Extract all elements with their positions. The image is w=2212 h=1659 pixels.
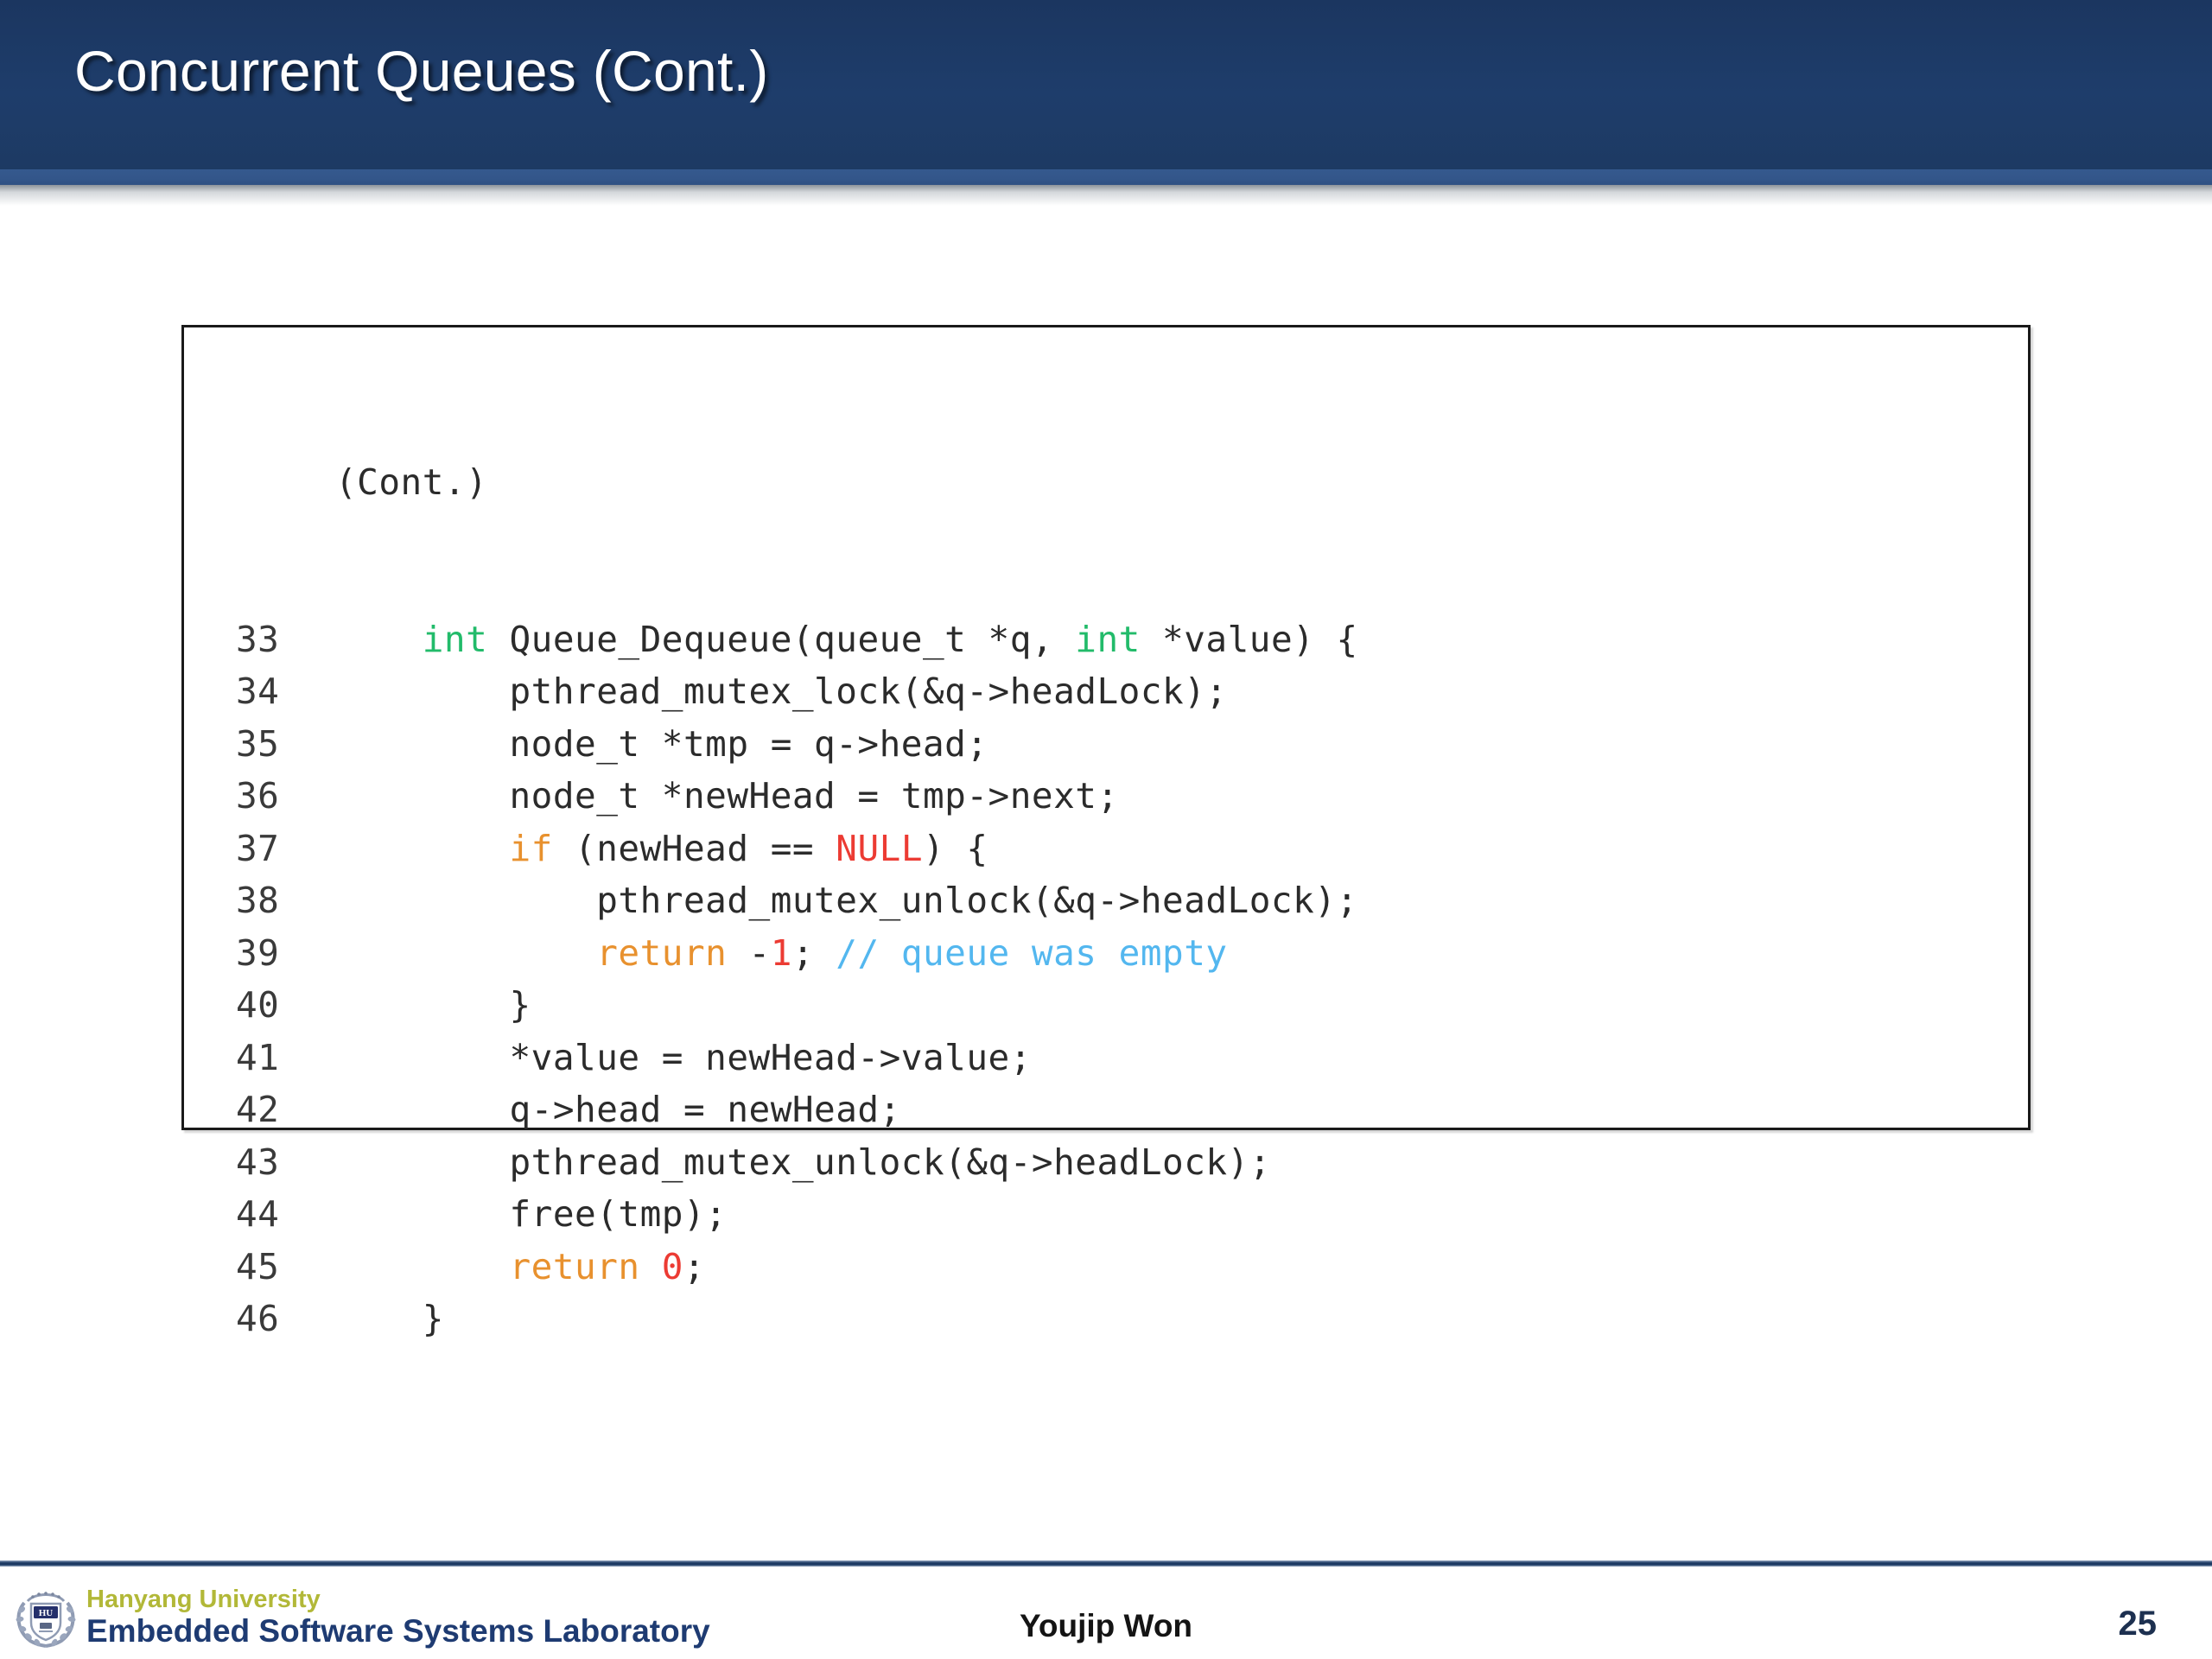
- code-line-number: 43: [236, 1141, 280, 1183]
- code-token-keyword: return: [596, 931, 728, 974]
- code-line: 36 node_t *newHead = tmp->next;: [236, 770, 1358, 823]
- code-indent: [335, 1246, 509, 1287]
- code-line-number: 36: [236, 775, 280, 817]
- code-token-plain: pthread_mutex_lock(&q->headLock);: [509, 671, 1228, 712]
- code-line: 34 pthread_mutex_lock(&q->headLock);: [236, 665, 1358, 718]
- page-title: Concurrent Queues (Cont.): [74, 39, 769, 103]
- code-indent: [335, 1193, 509, 1235]
- code-line: 44 free(tmp);: [236, 1188, 1358, 1241]
- code-line-number: 34: [236, 671, 280, 712]
- svg-text:HU: HU: [39, 1608, 54, 1618]
- code-listing: (Cont.) 33 int Queue_Dequeue(queue_t *q,…: [236, 352, 1358, 1450]
- code-token-plain: q->head = newHead;: [509, 1089, 901, 1130]
- code-line-number: 42: [236, 1089, 280, 1130]
- code-indent: [335, 1089, 509, 1130]
- code-line-number: 44: [236, 1193, 280, 1235]
- code-indent: [335, 671, 509, 712]
- slide-footer: HU Hanyang University Embedded Software …: [0, 1567, 2212, 1659]
- code-line: 41 *value = newHead->value;: [236, 1032, 1358, 1084]
- code-token-plain: ;: [683, 1245, 706, 1287]
- code-line: 39 return -1; // queue was empty: [236, 927, 1358, 980]
- code-line-number: 38: [236, 880, 280, 921]
- code-lines-container: 33 int Queue_Dequeue(queue_t *q, int *va…: [236, 613, 1358, 1345]
- code-token-plain: }: [422, 1298, 444, 1339]
- logo-university-name: Hanyang University: [86, 1586, 321, 1613]
- code-indent: [335, 1298, 423, 1339]
- lab-logo-text: Hanyang University Embedded Software Sys…: [86, 1586, 710, 1649]
- code-indent: [335, 723, 509, 765]
- code-line-number: 39: [236, 931, 280, 974]
- footer-page-number: 25: [2118, 1605, 2158, 1643]
- code-token-plain: }: [509, 984, 531, 1026]
- code-indent: [335, 1141, 509, 1183]
- code-line: 33 int Queue_Dequeue(queue_t *q, int *va…: [236, 613, 1358, 666]
- code-token-type: int: [1075, 618, 1141, 660]
- code-token-plain: ) {: [923, 827, 988, 869]
- code-indent: [335, 932, 596, 974]
- code-indent: [335, 984, 509, 1026]
- footer-divider: [0, 1560, 2212, 1567]
- code-line: 43 pthread_mutex_unlock(&q->headLock);: [236, 1136, 1358, 1189]
- code-line: 42 q->head = newHead;: [236, 1084, 1358, 1136]
- code-token-null: NULL: [836, 827, 924, 869]
- code-line: 46 }: [236, 1293, 1358, 1345]
- lab-logo: HU Hanyang University Embedded Software …: [12, 1584, 710, 1651]
- code-token-plain: node_t *tmp = q->head;: [509, 722, 988, 765]
- code-token-number: 0: [661, 1245, 683, 1287]
- slide-header-accent-band: [0, 169, 2212, 185]
- code-line: 35 node_t *tmp = q->head;: [236, 718, 1358, 771]
- code-token-plain: [640, 1246, 662, 1287]
- code-token-type: int: [422, 618, 488, 660]
- code-indent: [335, 1037, 509, 1078]
- code-line-number: 40: [236, 984, 280, 1026]
- code-block-frame: (Cont.) 33 int Queue_Dequeue(queue_t *q,…: [181, 325, 2031, 1339]
- code-indent: [335, 775, 509, 817]
- university-crest-icon: HU: [12, 1584, 79, 1651]
- code-line: 45 return 0;: [236, 1241, 1358, 1294]
- code-line: 37 if (newHead == NULL) {: [236, 823, 1358, 875]
- code-line: 38 pthread_mutex_unlock(&q->headLock);: [236, 874, 1358, 927]
- code-line-number: 45: [236, 1245, 280, 1287]
- code-indent: [335, 619, 423, 660]
- code-line-number: 33: [236, 618, 280, 660]
- code-token-number: 1: [770, 931, 792, 974]
- code-token-keyword: if: [509, 827, 553, 869]
- code-indent: [335, 880, 596, 921]
- code-token-plain: ;: [791, 931, 836, 974]
- code-line-number: 37: [236, 827, 280, 869]
- code-token-plain: Queue_Dequeue(queue_t *q,: [487, 618, 1076, 660]
- code-line: 40 }: [236, 979, 1358, 1032]
- code-token-keyword: return: [509, 1245, 640, 1287]
- code-token-plain: free(tmp);: [509, 1193, 728, 1235]
- code-token-plain: -: [727, 931, 771, 974]
- logo-lab-name: Embedded Software Systems Laboratory: [86, 1613, 710, 1649]
- code-token-plain: pthread_mutex_unlock(&q->headLock);: [509, 1141, 1271, 1183]
- footer-author-name: Youjip Won: [1019, 1608, 1193, 1643]
- code-line-header: (Cont.): [236, 456, 1358, 509]
- code-line-number: 46: [236, 1298, 280, 1339]
- code-line-number: 35: [236, 722, 280, 765]
- code-token-plain: (newHead ==: [552, 827, 836, 869]
- code-line-number: 41: [236, 1036, 280, 1078]
- slide-header-bar: [0, 0, 2212, 169]
- slide-header-shadow: [0, 185, 2212, 206]
- code-token-plain: node_t *newHead = tmp->next;: [509, 775, 1119, 817]
- code-indent: [335, 828, 509, 869]
- code-token-plain: *value) {: [1140, 618, 1358, 660]
- code-token-plain: *value = newHead->value;: [509, 1036, 1032, 1078]
- code-token-comment: // queue was empty: [836, 931, 1228, 974]
- code-continuation-label: (Cont.): [335, 461, 488, 503]
- code-token-plain: pthread_mutex_unlock(&q->headLock);: [596, 880, 1358, 921]
